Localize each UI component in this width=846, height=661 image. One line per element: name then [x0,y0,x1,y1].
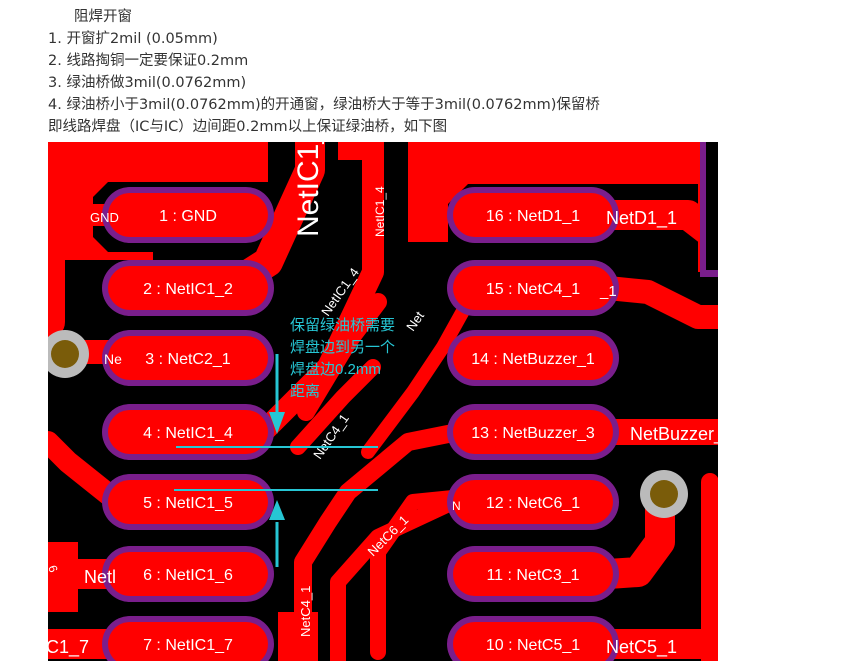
trace-label-netbuzzer: NetBuzzer_ [630,424,718,445]
pad-right-1-label: 16 : NetD1_1 [486,208,580,225]
trace-label-gnd: GND [90,210,119,225]
annotation-line-2: 焊盘边到另一个 [290,338,395,356]
copper-fill-bottom-mid [278,612,318,661]
pad-right-2-copper [453,266,613,310]
pad-right-5: 12 : NetC6_1 [447,474,619,530]
trace-netc4-1-right [596,276,718,329]
copper-fill-top-left [48,142,268,260]
copper-fill-top-right [408,142,698,242]
pcb-svg: 1 : GND 2 : NetIC1_2 3 : NetC2_1 4 : NetIC1… [48,142,718,661]
component-outline-right-inner [706,142,718,270]
pad-right-6: 11 : NetC3_1 [447,546,619,602]
pad-left-1: 1 : GND [102,187,274,243]
pad-left-2: 2 : NetIC1_2 [102,260,274,316]
copper-fill-bottom-left [48,542,78,612]
pad-left-3-copper [108,336,268,380]
note-line-3: 3. 绿油桥做3mil(0.0762mm) [48,75,247,91]
pad-right-7-copper [453,622,613,661]
via-1 [48,330,89,378]
pad-right-2: 15 : NetC4_1 [447,260,619,316]
trace-label-n-small: N [452,499,461,513]
pad-right-2-label: 15 : NetC4_1 [486,281,580,298]
trace-right-hole [593,482,675,589]
copper-fill-top-mid [338,142,368,160]
pad-right-4-label: 13 : NetBuzzer_3 [471,425,595,442]
pad-left-7-label: 7 : NetIC1_7 [143,637,233,654]
pad-right-3-label: 14 : NetBuzzer_1 [471,351,595,368]
pad-left-2-copper [108,266,268,310]
pad-right-5-label: 12 : NetC6_1 [486,495,580,512]
notes: 阻焊开窗 1. 开窗扩2mil (0.05mm) 2. 线路掏铜一定要保证0.2… [48,6,728,138]
pcb-layout-image: 1 : GND 2 : NetIC1_2 3 : NetC2_1 4 : NetIC1… [48,142,718,661]
trace-netic1-4-vert [252,142,384,443]
trace-label-c1-7: C1_7 [48,637,89,658]
pad-right-7-label: 10 : NetC5_1 [486,637,580,654]
pad-left-5-label: 5 : NetIC1_5 [143,495,233,512]
pad-right-1: 16 : NetD1_1 [447,187,619,243]
trace-label-six: 6 [48,563,61,574]
pad-left-3: 3 : NetC2_1 [102,330,274,386]
annotation-line-3: 焊盘边0.2mm [290,360,381,378]
pad-left-4-copper [108,410,268,454]
trace-label-netl: Netl [84,567,116,587]
note-line-2: 2. 线路掏铜一定要保证0.2mm [48,53,249,69]
via-2 [640,470,688,518]
trace-label-netc4-1-vert: NetC4_1 [298,586,313,637]
pad-left-1-label: 1 : GND [159,208,217,225]
pad-right-6-copper [453,552,613,596]
note-line-5: 即线路焊盘（IC与IC）边间距0.2mm以上保证绿油桥，如下图 [48,119,448,135]
pad-left-6-label: 6 : NetIC1_6 [143,567,233,584]
note-line-4: 4. 绿油桥小于3mil(0.0762mm)的开通窗，绿油桥大于等于3mil(0… [48,97,600,113]
trace-netc6-1-lower [330,494,461,661]
trace-netc4-1-vert [294,423,467,661]
pad-right-5-copper [453,480,613,524]
pad-right-1-copper [453,193,613,237]
via-1-drill [51,340,79,368]
trace-label-suffix-1: _1 [599,283,617,300]
note-line-1: 1. 开窗扩2mil (0.05mm) [48,31,218,47]
pad-left-6: 6 : NetIC1_6 [102,546,274,602]
trace-label-net-diag: Net [403,308,427,333]
trace-label-netd1-1: NetD1_1 [606,208,677,229]
pad-left-4: 4 : NetIC1_4 [102,404,274,460]
arrow-up-head [269,500,285,520]
arrow-down-head [269,412,285,434]
trace-netic1-4-diag [297,293,387,421]
pad-left-5: 5 : NetIC1_5 [102,474,274,530]
pad-right-3-copper [453,336,613,380]
via-2-drill [650,480,678,508]
pad-left-2-label: 2 : NetIC1_2 [143,281,233,298]
pad-right-7: 10 : NetC5_1 [447,616,619,661]
pad-right-6-label: 11 : NetC3_1 [486,567,579,584]
trace-label-ne: Ne [104,351,122,367]
trace-label-netic1-4-vert: NetIC1_4 [373,186,387,237]
pad-left-1-copper [108,193,268,237]
pad-left-7: 7 : NetIC1_7 [102,616,274,661]
pad-left-6-copper [108,552,268,596]
trace-net-diag [361,295,475,459]
pad-left-7-copper [108,622,268,661]
trace-netc4-1-diag [290,359,381,455]
annotation-line-4: 距离 [290,383,320,400]
pad-left-4-label: 4 : NetIC1_4 [143,425,233,442]
pad-left-3-label: 3 : NetC2_1 [145,351,230,368]
trace-label-netc5-1: NetC5_1 [606,637,677,658]
pad-right-4-copper [453,410,613,454]
trace-label-netic1-big: NetIC1_ [292,142,325,237]
pad-right-4: 13 : NetBuzzer_3 [447,404,619,460]
notes-title: 阻焊开窗 [74,9,132,25]
pad-right-3: 14 : NetBuzzer_1 [447,330,619,386]
annotation-line-1: 保留绿油桥需要 [290,317,395,334]
